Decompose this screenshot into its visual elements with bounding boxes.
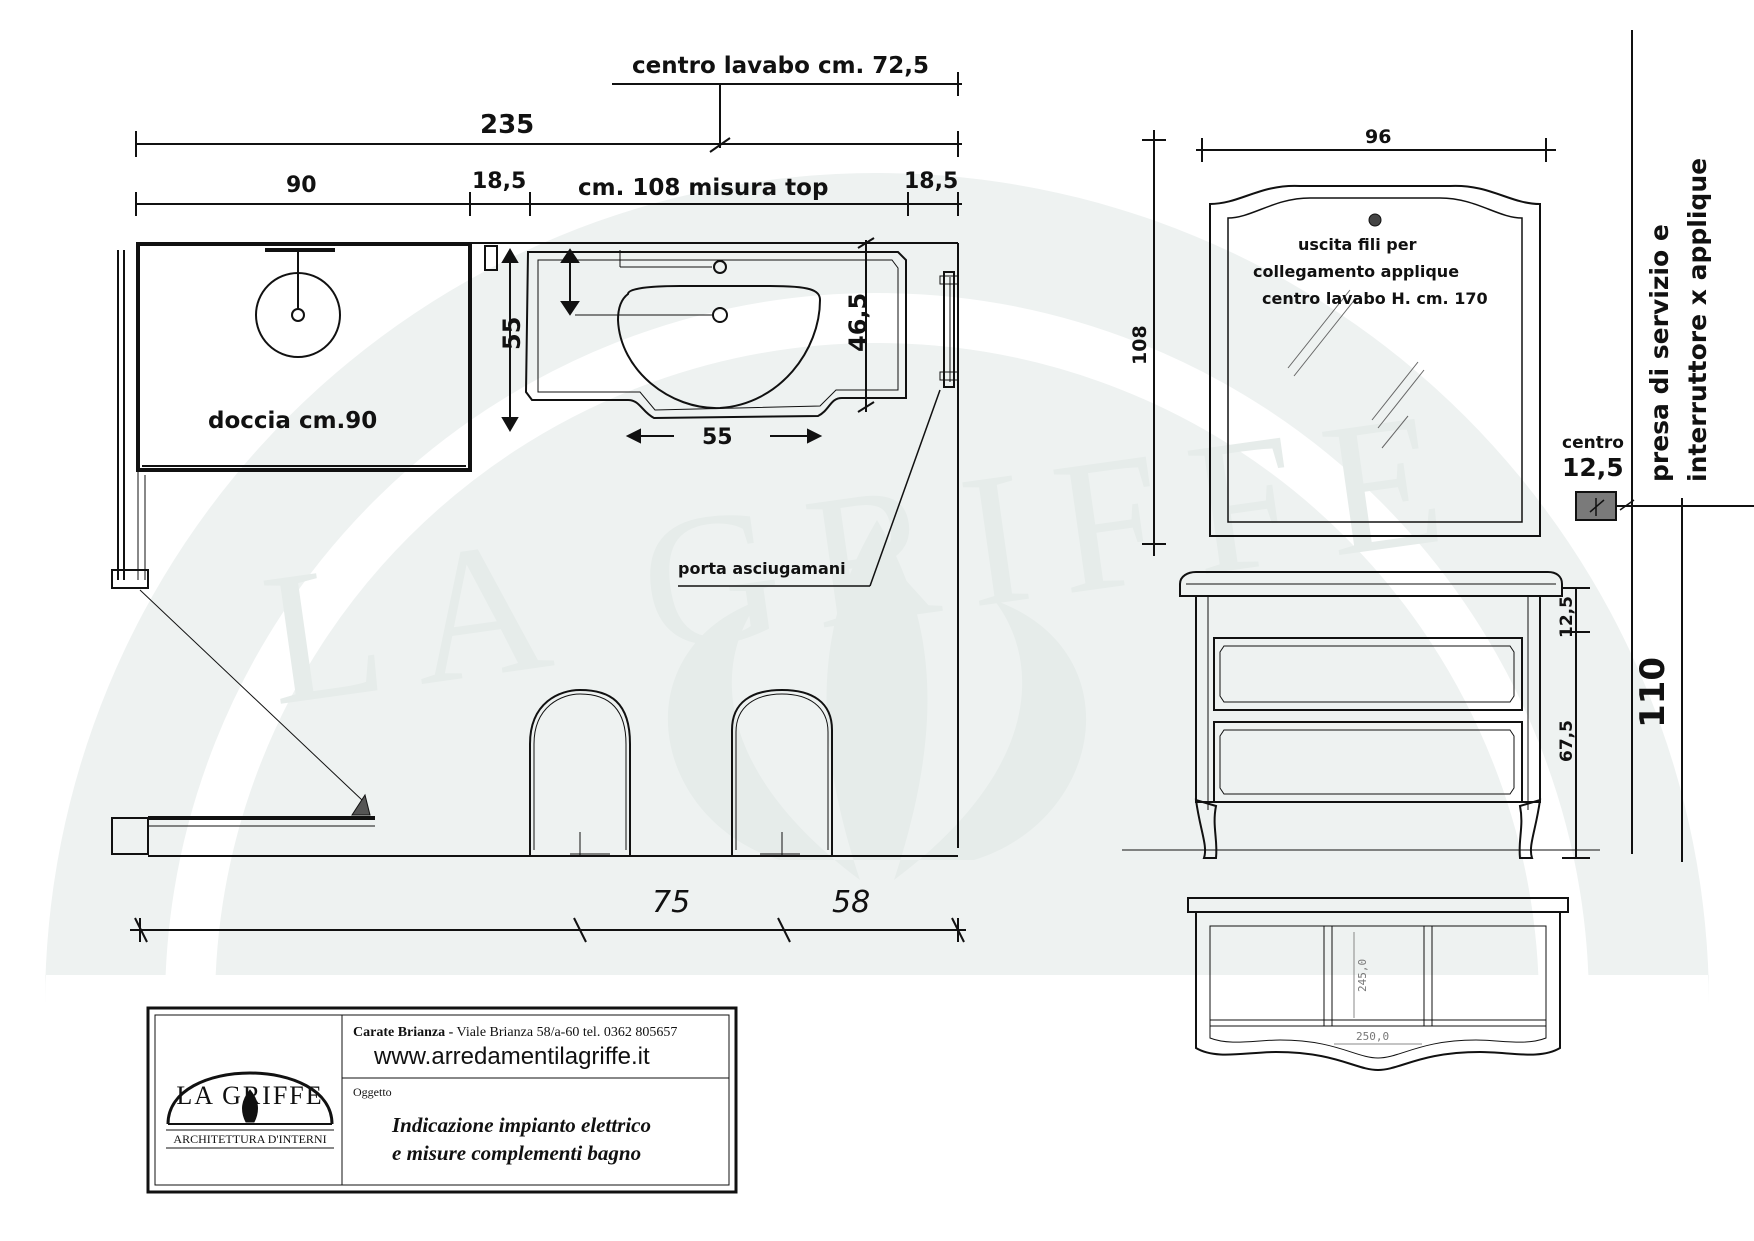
socket-marker bbox=[1575, 30, 1754, 862]
socket-note-line-1: presa di servizio e bbox=[1645, 224, 1674, 482]
basin-depth-label: 46,5 bbox=[844, 293, 872, 352]
top-size-label: cm. 108 misura top bbox=[578, 175, 828, 201]
socket-center-value: 12,5 bbox=[1562, 453, 1624, 482]
side-left-label: 18,5 bbox=[472, 169, 526, 194]
floor-75-label: 75 bbox=[652, 885, 690, 920]
mirror-width-label: 96 bbox=[1365, 126, 1391, 148]
vanity-elevation bbox=[1122, 571, 1600, 859]
website-link[interactable]: www.arredamentilagriffe.it bbox=[373, 1043, 650, 1070]
watermark: LA GRIFFE bbox=[45, 173, 1709, 1006]
height-110-label: 110 bbox=[1633, 657, 1673, 728]
floor-58-label: 58 bbox=[832, 885, 870, 920]
sink-center-label: centro lavabo cm. 72,5 bbox=[632, 53, 929, 79]
plan-dimensions bbox=[135, 72, 962, 216]
subject-line-2: e misure complementi bagno bbox=[392, 1141, 641, 1165]
floor-plan bbox=[111, 237, 966, 943]
vanity-body-height-label: 67,5 bbox=[1557, 720, 1577, 762]
top-view-inner-height: 245,0 bbox=[1356, 959, 1369, 992]
shower-width-label: 90 bbox=[286, 173, 317, 198]
socket-note-line-2: interruttore x applique bbox=[1683, 158, 1712, 482]
basin-width-label: 55 bbox=[702, 425, 733, 450]
wire-note-line-2: collegamento applique bbox=[1253, 262, 1459, 281]
socket-center-label: centro bbox=[1562, 433, 1624, 453]
wire-note-line-3: centro lavabo H. cm. 170 bbox=[1262, 289, 1488, 308]
subject-line-1: Indicazione impianto elettrico bbox=[391, 1113, 651, 1137]
logo-text: LA GRIFFE bbox=[176, 1081, 323, 1110]
shower-label: doccia cm.90 bbox=[208, 408, 377, 434]
address-city: Carate Brianza - bbox=[353, 1025, 454, 1040]
vanity-top-view bbox=[1187, 897, 1569, 1072]
address-line: Carate Brianza - Viale Brianza 58/a-60 t… bbox=[353, 1025, 677, 1040]
total-width-label: 235 bbox=[480, 110, 534, 140]
logo-subtitle: ARCHITETTURA D'INTERNI bbox=[173, 1132, 326, 1146]
side-right-label: 18,5 bbox=[904, 169, 958, 194]
oggetto-label: Oggetto bbox=[353, 1085, 392, 1099]
depth-55-label: 55 bbox=[498, 317, 526, 350]
towel-rail-label: porta asciugamani bbox=[678, 559, 846, 578]
top-view-inner-width: 250,0 bbox=[1356, 1030, 1389, 1043]
wire-note-line-1: uscita fili per bbox=[1298, 235, 1417, 254]
vanity-top-height-label: 12,5 bbox=[1557, 596, 1577, 638]
address-street: Viale Brianza 58/a-60 tel. 0362 805657 bbox=[453, 1025, 677, 1040]
title-block bbox=[146, 1006, 738, 1194]
mirror-height-label: 108 bbox=[1129, 325, 1151, 365]
mirror-elevation bbox=[1142, 130, 1556, 556]
